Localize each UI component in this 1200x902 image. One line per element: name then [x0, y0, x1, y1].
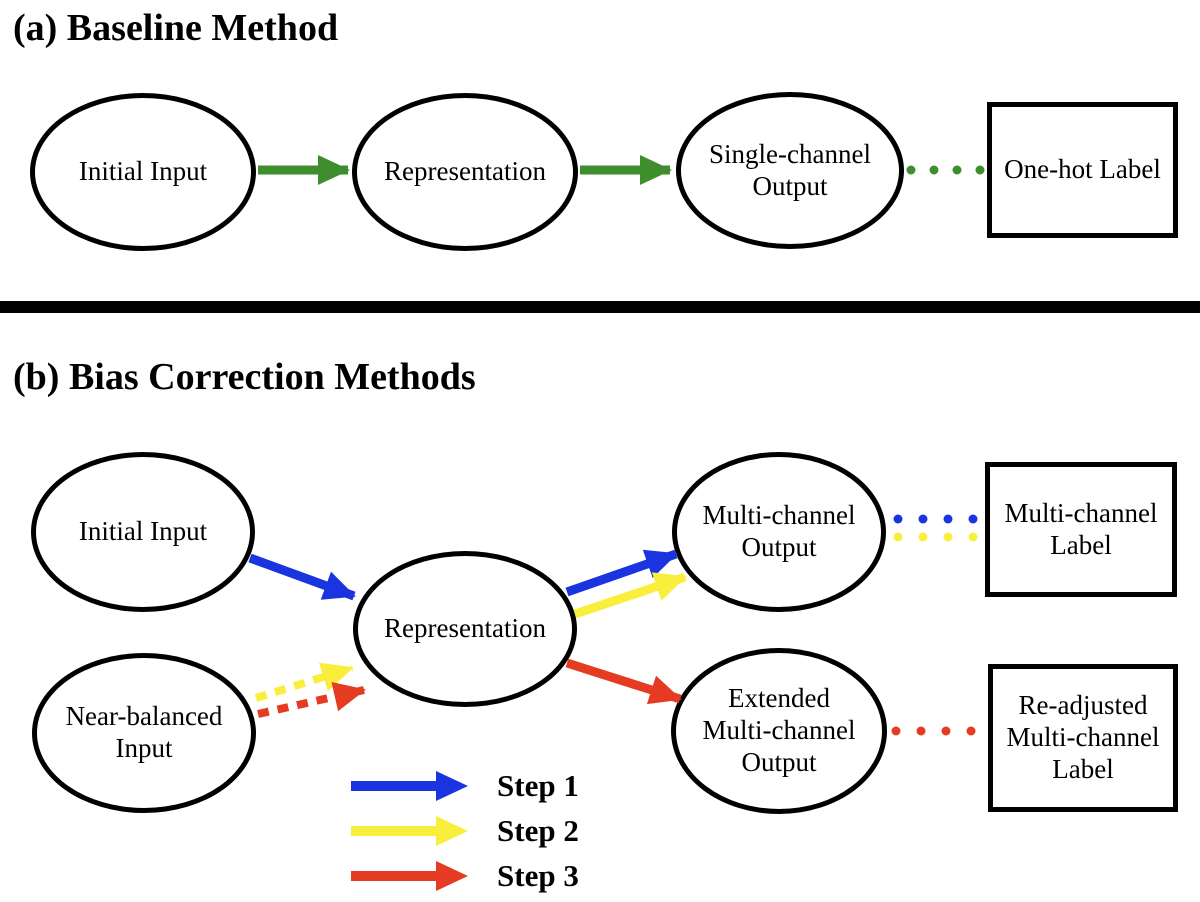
arrow-step1-input-to-representation	[248, 553, 356, 601]
legend-arrow-step1-icon	[351, 771, 468, 801]
legend-row-step2: Step 2	[350, 813, 579, 849]
node-a-initial-input: Initial Input	[30, 93, 256, 251]
arrow-step3-representation-to-extoutput	[565, 658, 682, 705]
node-b-multi-channel-output: Multi-channel Output	[672, 452, 886, 612]
dotted-green-output-to-label	[906, 165, 985, 175]
legend-arrow-step2-icon	[351, 816, 468, 846]
node-a-single-channel-output: Single-channel Output	[676, 92, 904, 249]
node-a-representation: Representation	[352, 93, 578, 251]
node-b-extended-multi-channel-output: Extended Multi-channel Output	[671, 648, 887, 814]
legend-row-step3: Step 3	[350, 858, 579, 894]
legend-label-step2: Step 2	[497, 813, 579, 848]
arrow-step2-representation-to-multioutput	[573, 572, 687, 619]
node-b-multi-channel-label: Multi-channel Label	[985, 462, 1177, 597]
node-b-re-adjusted-multi-channel-label: Re-adjusted Multi-channel Label	[988, 664, 1178, 812]
node-a-one-hot-label: One-hot Label	[987, 102, 1178, 238]
dotted-blue-multioutput-to-label	[893, 514, 978, 524]
legend-label-step1: Step 1	[497, 768, 579, 803]
legend-row-step1: Step 1	[350, 768, 579, 804]
section-divider	[0, 301, 1200, 313]
dotted-red-extoutput-to-label	[891, 726, 976, 736]
section-b-title: (b) Bias Correction Methods	[13, 356, 476, 398]
arrow-step1-representation-to-multioutput	[565, 549, 678, 597]
dotted-yellow-multioutput-to-label	[893, 532, 978, 542]
section-a-title: (a) Baseline Method	[13, 7, 339, 49]
node-b-initial-input: Initial Input	[31, 452, 255, 612]
node-b-representation: Representation	[353, 551, 577, 707]
legend-arrow-step3-icon	[351, 861, 468, 891]
legend-label-step3: Step 3	[497, 858, 579, 893]
arrow-step2-nearbalanced-to-representation	[254, 662, 354, 702]
node-b-near-balanced-input: Near-balanced Input	[32, 653, 256, 813]
arrow-step3-nearbalanced-to-representation	[257, 681, 366, 718]
